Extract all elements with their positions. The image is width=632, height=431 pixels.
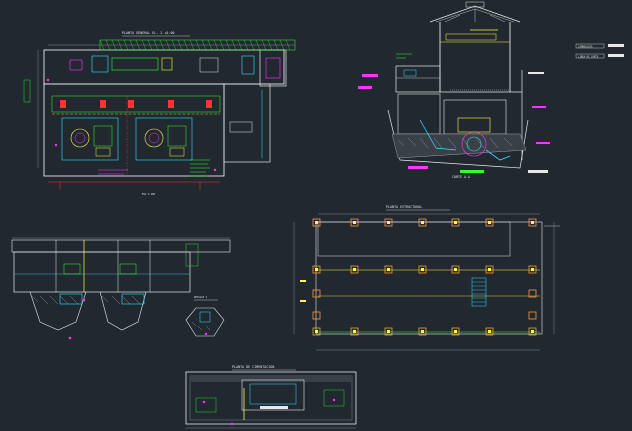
- section-main-title: CORTE A-A: [452, 175, 470, 179]
- plan-bottom-title: PLANTA DE CIMENTACION: [232, 365, 274, 369]
- elevation-left-view: [11, 237, 231, 340]
- turbine-unit-2: [135, 117, 193, 161]
- plan-columns-title: PLANTA ESTRUCTURAL: [386, 205, 422, 209]
- turbine-unit-1: [61, 117, 119, 161]
- plan-upper-title: PLANTA GENERAL EL. 2 +0.00: [122, 31, 175, 35]
- legend-item-2: LINEA DE CORTE: [578, 56, 599, 59]
- detail-small-view: DETALLE 1: [185, 296, 225, 337]
- legend-box: SIMBOLOGIA LINEA DE CORTE: [575, 43, 624, 59]
- plan-bottom-view: PLANTA DE CIMENTACION: [185, 365, 357, 429]
- plan-upper-view: PLANTA GENERAL EL. 2 +0.00: [23, 31, 296, 196]
- plan-upper-subtitle: ESC 1:100: [142, 193, 156, 196]
- detail-small-title: DETALLE 1: [194, 296, 208, 299]
- section-main-view: CORTE A-A SIMBOLOGIA LINEA DE CORTE: [358, 1, 624, 179]
- column-grid: [312, 218, 537, 336]
- plan-columns-view: PLANTA ESTRUCTURAL: [293, 205, 560, 351]
- legend-item-1: SIMBOLOGIA: [578, 46, 593, 49]
